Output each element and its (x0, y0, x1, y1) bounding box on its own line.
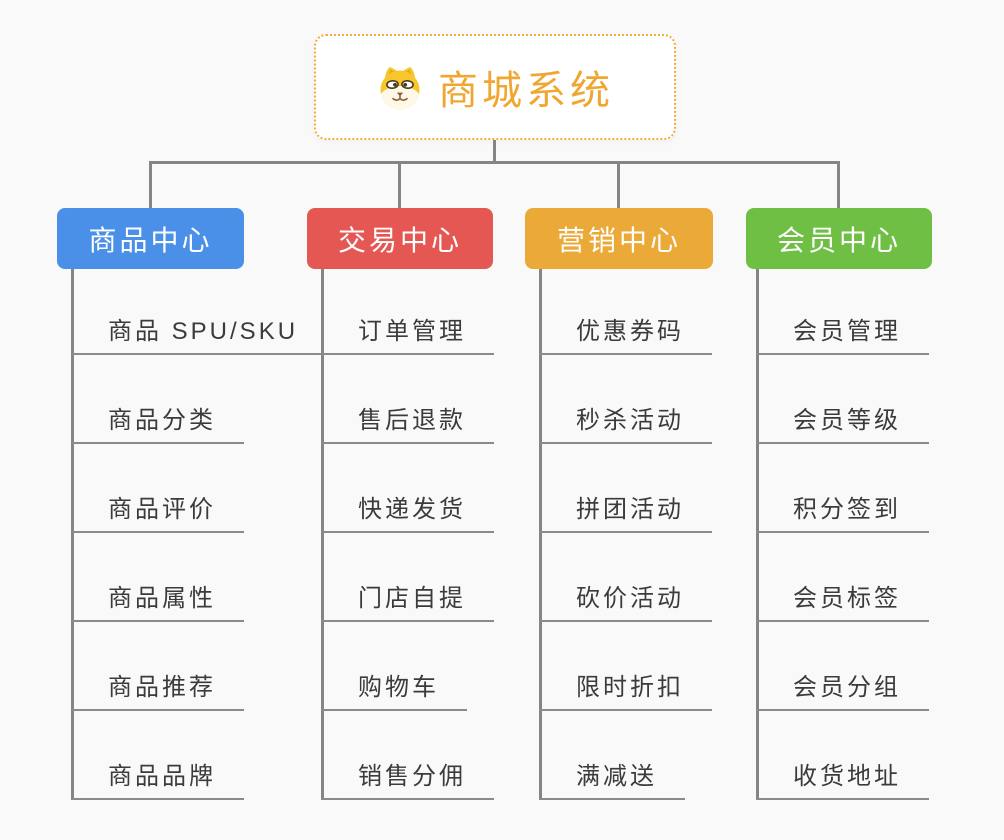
subtopic[interactable]: 砍价活动 (539, 587, 712, 622)
branch-label: 交易中心 (337, 224, 462, 256)
subtopic-row: 满减送 (539, 711, 712, 800)
branch-topic-trade-center[interactable]: 交易中心 (307, 208, 493, 269)
subtopic[interactable]: 销售分佣 (321, 765, 494, 800)
branch-topic-member-center[interactable]: 会员中心 (746, 208, 932, 269)
subtopic[interactable]: 会员等级 (756, 409, 929, 444)
subtopic-row: 会员标签 (756, 533, 929, 622)
subtopic[interactable]: 商品分类 (71, 409, 244, 444)
subtopic[interactable]: 快递发货 (321, 498, 494, 533)
branch-topic-product-center[interactable]: 商品中心 (57, 208, 244, 269)
subtopic-row: 门店自提 (321, 533, 494, 622)
connector-drop-member (837, 164, 840, 208)
subtopic-row: 商品评价 (71, 444, 326, 533)
subtopic-row: 会员等级 (756, 355, 929, 444)
subtopic[interactable]: 会员管理 (756, 320, 929, 355)
subtopic[interactable]: 积分签到 (756, 498, 929, 533)
subtopic[interactable]: 购物车 (321, 676, 467, 711)
connector-vline-marketing (539, 269, 542, 800)
branch-subtopics-member-center: 会员管理 会员等级 积分签到 会员标签 会员分组 收货地址 (756, 266, 929, 800)
subtopic-row: 订单管理 (321, 266, 494, 355)
subtopic[interactable]: 拼团活动 (539, 498, 712, 533)
subtopic-row: 砍价活动 (539, 533, 712, 622)
root-topic-label: 商城系统 (438, 69, 614, 113)
connector-vline-member (756, 269, 759, 800)
connector-root-stub (493, 140, 496, 162)
subtopic[interactable]: 商品属性 (71, 587, 244, 622)
branch-subtopics-marketing-center: 优惠券码 秒杀活动 拼团活动 砍价活动 限时折扣 满减送 (539, 266, 712, 800)
connector-drop-marketing (617, 164, 620, 208)
connector-rail (149, 161, 840, 164)
subtopic-row: 拼团活动 (539, 444, 712, 533)
branch-label: 营销中心 (556, 224, 681, 256)
subtopic[interactable]: 售后退款 (321, 409, 494, 444)
branch-subtopics-trade-center: 订单管理 售后退款 快递发货 门店自提 购物车 销售分佣 (321, 266, 494, 800)
connector-drop-trade (398, 164, 401, 208)
subtopic[interactable]: 收货地址 (756, 765, 929, 800)
subtopic-row: 商品 SPU/SKU (71, 266, 327, 355)
subtopic[interactable]: 商品推荐 (71, 676, 244, 711)
subtopic-row: 秒杀活动 (539, 355, 712, 444)
subtopic-row: 积分签到 (756, 444, 929, 533)
subtopic-row: 商品属性 (71, 533, 326, 622)
subtopic-row: 会员管理 (756, 266, 929, 355)
subtopic[interactable]: 商品评价 (71, 498, 244, 533)
branch-label: 商品中心 (88, 224, 213, 256)
branch-topic-marketing-center[interactable]: 营销中心 (525, 208, 713, 269)
branch-label: 会员中心 (776, 224, 901, 256)
subtopic-row: 限时折扣 (539, 622, 712, 711)
subtopic[interactable]: 满减送 (539, 765, 685, 800)
root-topic[interactable]: 商城系统 (314, 34, 676, 140)
subtopic-row: 优惠券码 (539, 266, 712, 355)
subtopic-row: 销售分佣 (321, 711, 494, 800)
subtopic-row: 购物车 (321, 622, 494, 711)
subtopic-row: 商品分类 (71, 355, 326, 444)
connector-vline-product (71, 269, 74, 800)
subtopic[interactable]: 订单管理 (321, 320, 494, 355)
subtopic[interactable]: 门店自提 (321, 587, 494, 622)
subtopic-row: 商品推荐 (71, 622, 326, 711)
subtopic-row: 售后退款 (321, 355, 494, 444)
subtopic[interactable]: 会员分组 (756, 676, 929, 711)
subtopic[interactable]: 商品品牌 (71, 765, 244, 800)
connector-vline-trade (321, 269, 324, 800)
subtopic-row: 收货地址 (756, 711, 929, 800)
connector-drop-product (149, 164, 152, 208)
subtopic[interactable]: 限时折扣 (539, 676, 712, 711)
subtopic-row: 会员分组 (756, 622, 929, 711)
subtopic[interactable]: 商品 SPU/SKU (71, 320, 327, 355)
subtopic-row: 商品品牌 (71, 711, 326, 800)
subtopic[interactable]: 秒杀活动 (539, 409, 712, 444)
subtopic-row: 快递发货 (321, 444, 494, 533)
subtopic[interactable]: 优惠券码 (539, 320, 712, 355)
dog-face-icon (376, 63, 424, 111)
branch-subtopics-product-center: 商品 SPU/SKU 商品分类 商品评价 商品属性 商品推荐 商品品牌 (71, 266, 327, 800)
subtopic[interactable]: 会员标签 (756, 587, 929, 622)
